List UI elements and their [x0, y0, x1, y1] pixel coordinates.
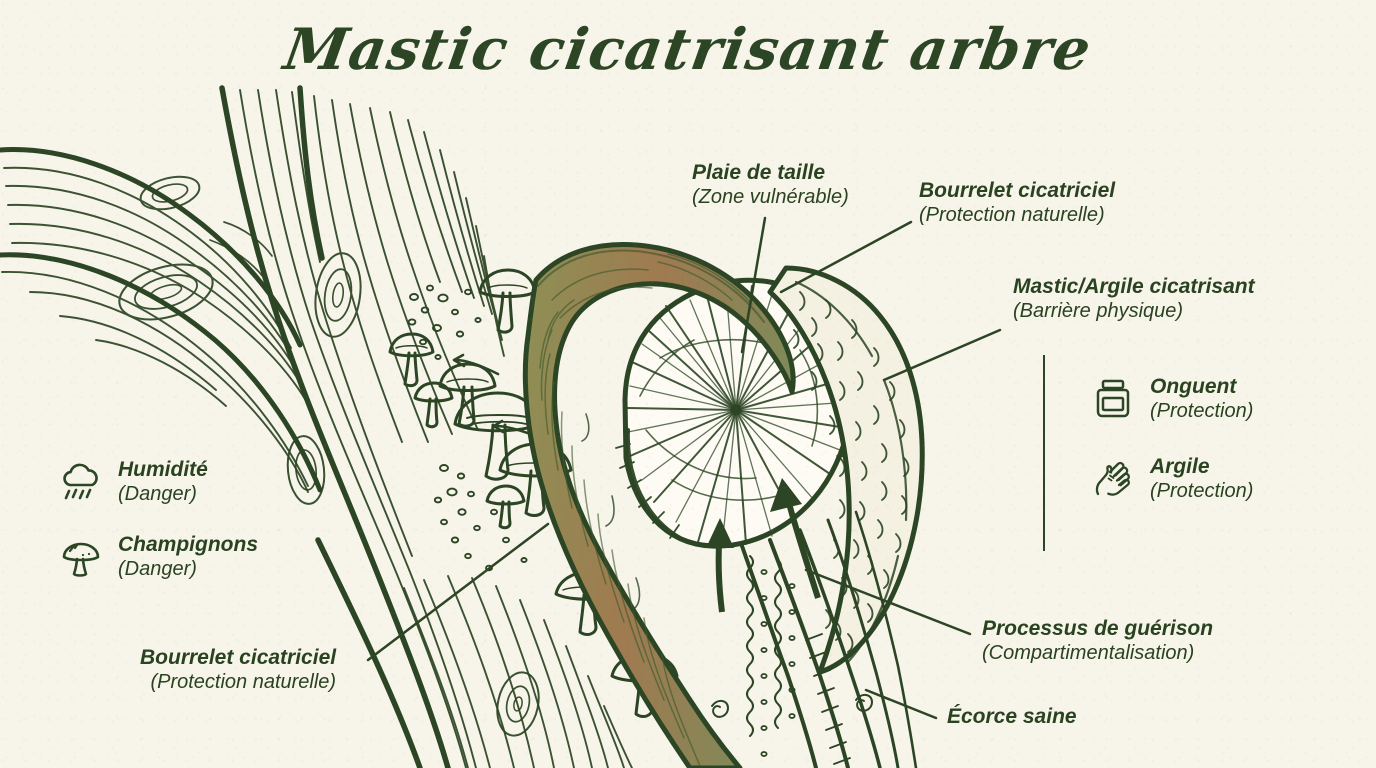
- legend-item-argile: Argile (Protection): [1090, 455, 1253, 503]
- clay-hand-icon: [1095, 461, 1131, 496]
- ointment-jar-icon: [1096, 379, 1130, 418]
- callout-ecorce-saine: Écorce saine: [947, 704, 1077, 729]
- callout-processus-guerison: Processus de guérison (Compartimentalisa…: [982, 616, 1213, 666]
- page-title: Mastic cicatrisant arbre: [0, 16, 1376, 83]
- callout-title: Écorce saine: [947, 705, 1077, 728]
- callout-subtitle: (Barrière physique): [1013, 300, 1184, 322]
- legend-divider: [1043, 355, 1045, 551]
- legend-item-champignons: Champignons (Danger): [58, 533, 258, 581]
- callout-title: Mastic/Argile cicatrisant: [1013, 275, 1255, 298]
- pruned-branch-stub: [522, 241, 796, 768]
- legend-status: (Protection): [1150, 400, 1254, 422]
- callout-plaie-de-taille: Plaie de taille (Zone vulnérable): [692, 160, 849, 210]
- leader-lines: [366, 216, 1002, 720]
- legend-label: Onguent: [1150, 375, 1237, 398]
- healing-arrows: [706, 478, 821, 613]
- callout-title: Plaie de taille: [692, 161, 826, 184]
- callout-title: Bourrelet cicatriciel: [140, 646, 337, 669]
- legend-status: (Danger): [118, 483, 197, 505]
- callout-subtitle: (Protection naturelle): [150, 671, 337, 693]
- callout-subtitle: (Compartimentalisation): [982, 642, 1195, 664]
- bark-squiggle-texture: [711, 555, 873, 765]
- leader-bourrelet-top: [779, 220, 913, 294]
- trunk-bark-grain: [239, 89, 540, 768]
- leader-bourrelet-bottom: [366, 522, 550, 662]
- legend-label: Humidité: [118, 458, 208, 481]
- callout-subtitle: (Zone vulnérable): [692, 186, 849, 208]
- spore-dots: [407, 284, 528, 572]
- legend-text: Champignons (Danger): [118, 533, 258, 581]
- leader-processus: [804, 568, 972, 636]
- legend-text: Onguent (Protection): [1150, 375, 1253, 423]
- callout-bourrelet-cicatriciel-top: Bourrelet cicatriciel (Protection nature…: [919, 178, 1115, 228]
- legend-item-humidite: Humidité (Danger): [58, 458, 208, 506]
- mastic-coating: [767, 265, 925, 675]
- page-title-text: Mastic cicatrisant arbre: [279, 16, 1097, 83]
- leader-plaie: [740, 216, 767, 354]
- mushroom-icon: [62, 542, 100, 577]
- callout-mastic-argile: Mastic/Argile cicatrisant (Barrière phys…: [1013, 274, 1255, 324]
- callout-title: Processus de guérison: [982, 617, 1214, 640]
- trunk-outline: [219, 85, 451, 768]
- callout-subtitle: (Protection naturelle): [919, 204, 1105, 226]
- callout-title: Bourrelet cicatriciel: [919, 179, 1116, 202]
- legend-text: Argile (Protection): [1150, 455, 1253, 503]
- legend-item-onguent: Onguent (Protection): [1090, 375, 1253, 423]
- leader-ecorce: [864, 688, 938, 720]
- legend-label: Argile: [1150, 455, 1210, 478]
- rain-cloud-icon: [63, 463, 98, 500]
- lower-bark-detail: [740, 510, 918, 768]
- leader-mastic: [882, 328, 1002, 382]
- legend-status: (Protection): [1150, 480, 1254, 502]
- legend-text: Humidité (Danger): [118, 458, 208, 506]
- legend-status: (Danger): [118, 558, 197, 580]
- side-branch-grain: [1, 166, 310, 493]
- callout-bourrelet-cicatriciel-bottom: Bourrelet cicatriciel (Protection nature…: [140, 645, 336, 695]
- lower-trunk-grain: [403, 575, 633, 768]
- legend-label: Champignons: [118, 533, 258, 556]
